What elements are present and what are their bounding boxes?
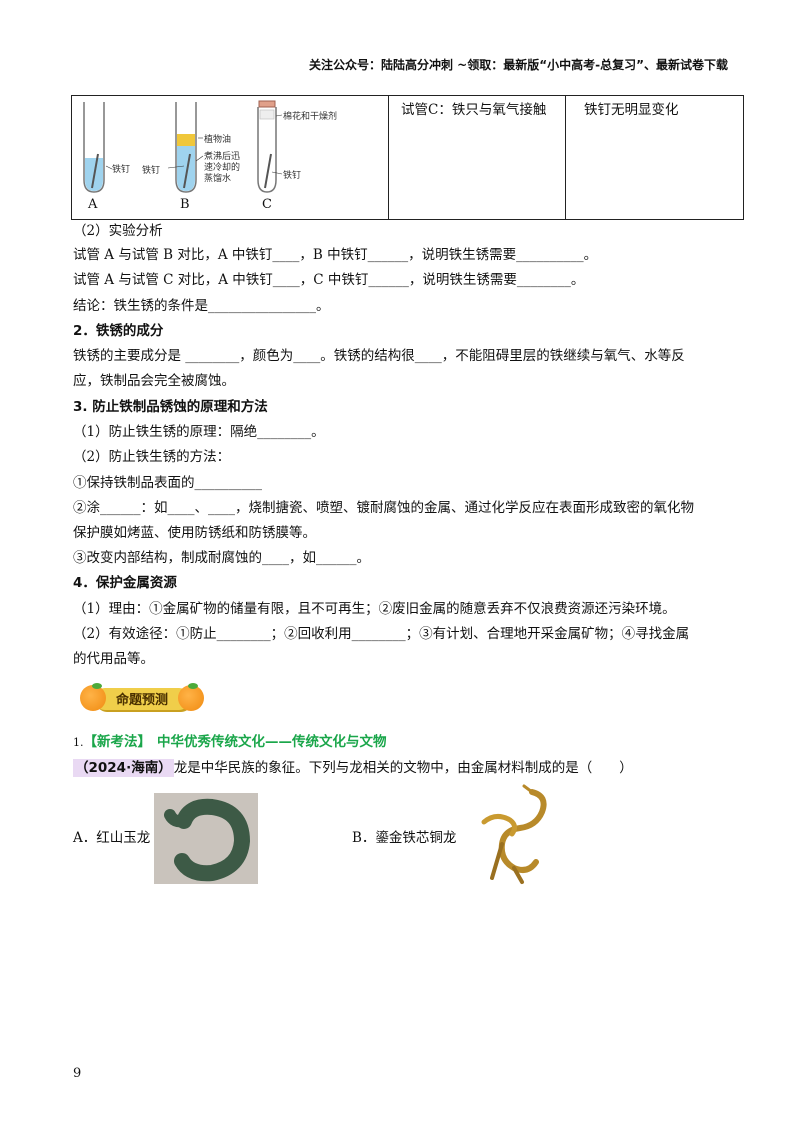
method-line-1: ①保持铁制品表面的__________ xyxy=(73,475,262,491)
leaf-icon xyxy=(92,683,102,689)
tube-b-label-water-3: 蒸馏水 xyxy=(204,174,232,184)
phenomenon-cell: 铁钉无明显变化 xyxy=(565,95,744,220)
condition-cell: 试管C：铁只与氧气接触 xyxy=(388,95,566,220)
new-exam-tag: 【新考法】 xyxy=(83,734,152,750)
protect-ways-line-1: （2）有效途径：①防止________；②回收利用________；③有计划、合… xyxy=(73,626,690,642)
experiment-analysis-heading: （2）实验分析 xyxy=(73,223,163,239)
tube-c xyxy=(257,100,277,193)
section-heading-rust-prevention: 3. 防止铁制品锈蚀的原理和方法 xyxy=(73,399,268,415)
tube-b xyxy=(175,102,197,193)
prediction-badge: 命题预测 xyxy=(80,681,204,715)
badge-bar xyxy=(94,688,190,710)
jade-dragon-icon xyxy=(154,793,258,884)
bronze-dragon-icon xyxy=(481,784,547,884)
prevention-methods-heading: （2）防止铁生锈的方法： xyxy=(73,449,231,465)
tube-b-label-nail: 铁钉 xyxy=(142,166,161,176)
tube-a xyxy=(83,102,105,193)
experiment-table: 铁钉 植物油 铁钉 煮沸后迅 速冷却的 蒸馏水 棉花和干燥剂 铁钉 A B C … xyxy=(71,95,744,220)
jade-dragon-image xyxy=(154,793,258,884)
method-line-3: ③改变内部结构，制成耐腐蚀的____，如______。 xyxy=(73,550,370,566)
rust-composition-line-2: 应，铁制品会完全被腐蚀。 xyxy=(73,373,235,389)
conclusion-line: 结论：铁生锈的条件是________________。 xyxy=(73,298,330,314)
phenomenon-text: 铁钉无明显变化 xyxy=(584,102,679,118)
tube-c-label-nail: 铁钉 xyxy=(283,171,302,181)
year-source-tag: （2024·海南） xyxy=(73,759,174,777)
analysis-line-ac: 试管 A 与试管 C 对比，A 中铁钉____，C 中铁钉______，说明铁生… xyxy=(73,272,585,288)
orange-icon xyxy=(80,685,106,711)
question-stem: 龙是中华民族的象征。下列与龙相关的文物中，由金属材料制成的是（ ） xyxy=(173,760,633,776)
tube-b-letter: B xyxy=(180,197,190,212)
question-title-line: 1.【新考法】中华优秀传统文化——传统文化与文物 xyxy=(73,732,387,753)
tubes-cell: 铁钉 植物油 铁钉 煮沸后迅 速冷却的 蒸馏水 棉花和干燥剂 铁钉 A B C xyxy=(71,95,389,220)
option-b-label: B．鎏金铁芯铜龙 xyxy=(352,830,457,846)
analysis-line-ab: 试管 A 与试管 B 对比，A 中铁钉____，B 中铁钉______，说明铁生… xyxy=(73,247,598,263)
tube-c-letter: C xyxy=(262,197,272,212)
badge-label: 命题预测 xyxy=(115,693,168,708)
method-line-2-cont: 保护膜如烤蓝、使用防锈纸和防锈膜等。 xyxy=(73,525,316,541)
section-heading-protect-resources: 4．保护金属资源 xyxy=(73,575,177,591)
header-notice: 关注公众号：陆陆高分冲刺 ~领取：最新版“小中高考-总复习”、最新试卷下载 xyxy=(309,58,728,72)
section-heading-rust-composition: 2．铁锈的成分 xyxy=(73,323,164,339)
option-a-label: A．红山玉龙 xyxy=(73,830,151,846)
tube-a-letter: A xyxy=(88,197,98,212)
test-tubes-diagram xyxy=(83,100,283,193)
tube-c-label-cotton: 棉花和干燥剂 xyxy=(283,112,338,122)
question-stem-line: （2024·海南）龙是中华民族的象征。下列与龙相关的文物中，由金属材料制成的是（… xyxy=(73,758,633,778)
tube-b-label-water-1: 煮沸后迅 xyxy=(204,152,241,162)
condition-text: 试管C：铁只与氧气接触 xyxy=(401,102,547,118)
question-number: 1. xyxy=(73,736,84,749)
orange-icon xyxy=(178,685,204,711)
tube-b-label-oil: 植物油 xyxy=(204,135,232,145)
question-topic: 中华优秀传统文化——传统文化与文物 xyxy=(157,734,387,750)
protect-ways-line-2: 的代用品等。 xyxy=(73,651,154,667)
rust-composition-line-1: 铁锈的主要成分是 ________，颜色为____。铁锈的结构很____，不能阻… xyxy=(73,348,685,364)
method-line-2: ②涂______：如____、____，烧制搪瓷、喷塑、镀耐腐蚀的金属、通过化学… xyxy=(73,500,694,516)
leaf-icon xyxy=(188,683,198,689)
page-number: 9 xyxy=(73,1066,82,1081)
tube-a-label: 铁钉 xyxy=(112,165,131,175)
tube-b-label-water-2: 速冷却的 xyxy=(204,163,241,173)
gilded-bronze-dragon-image xyxy=(462,782,558,886)
protect-reason-line: （1）理由：①金属矿物的储量有限，且不可再生；②废旧金属的随意丢弃不仅浪费资源还… xyxy=(73,601,676,617)
prevention-principle-line: （1）防止铁生锈的原理：隔绝________。 xyxy=(73,424,325,440)
